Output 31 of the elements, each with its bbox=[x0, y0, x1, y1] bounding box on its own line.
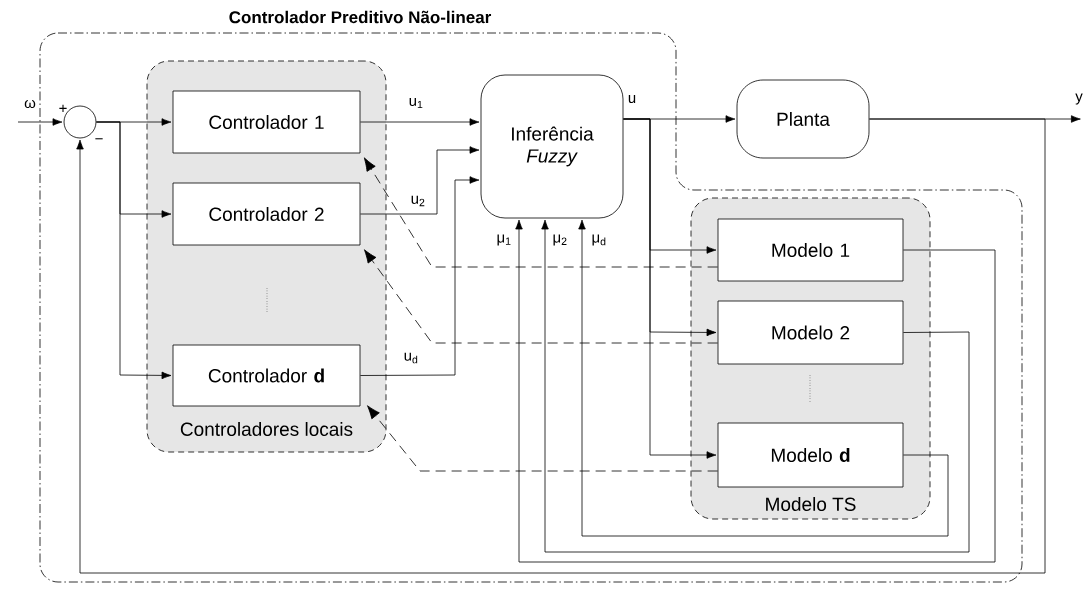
edge-label: μ$_{1}$ bbox=[495, 233, 513, 247]
edge-label: ω bbox=[23, 98, 37, 110]
arrow bbox=[76, 118, 1046, 574]
rounded-block: Planta bbox=[736, 79, 870, 159]
arrow bbox=[360, 146, 480, 215]
edge-label: μ$_{2}$ bbox=[551, 233, 569, 247]
block-box: Modelo d bbox=[717, 422, 904, 488]
edge-label: y bbox=[1074, 92, 1084, 106]
arrow bbox=[578, 219, 949, 537]
block-box: Controlador d bbox=[172, 344, 361, 407]
block-box: Modelo 2 bbox=[717, 300, 904, 365]
arrow bbox=[96, 121, 172, 380]
block-box: Controlador 1 bbox=[172, 90, 361, 154]
edge-label: u$_{2}$ bbox=[409, 194, 427, 208]
rounded-block: Inferência Fuzzy bbox=[480, 74, 624, 219]
dashed-arrow bbox=[364, 249, 718, 344]
edge-label: μ$_{d}$ bbox=[590, 233, 608, 247]
node-label: Controlador Preditivo Não-linear bbox=[229, 10, 492, 24]
arrow bbox=[360, 176, 480, 376]
dashed-arrow bbox=[363, 157, 718, 268]
edge-label: u$_{1}$ bbox=[407, 96, 425, 110]
block-box: Controlador 2 bbox=[172, 182, 361, 246]
arrow bbox=[17, 118, 63, 126]
arrow bbox=[623, 118, 717, 459]
sign-label: + bbox=[59, 104, 67, 112]
edge-label: u bbox=[626, 93, 638, 105]
edge-label: u$_{d}$ bbox=[402, 351, 420, 365]
dashed-arrow bbox=[367, 405, 718, 472]
block-box: Modelo 1 bbox=[717, 218, 904, 282]
sign-label: − bbox=[95, 138, 103, 140]
arrow bbox=[360, 118, 480, 126]
